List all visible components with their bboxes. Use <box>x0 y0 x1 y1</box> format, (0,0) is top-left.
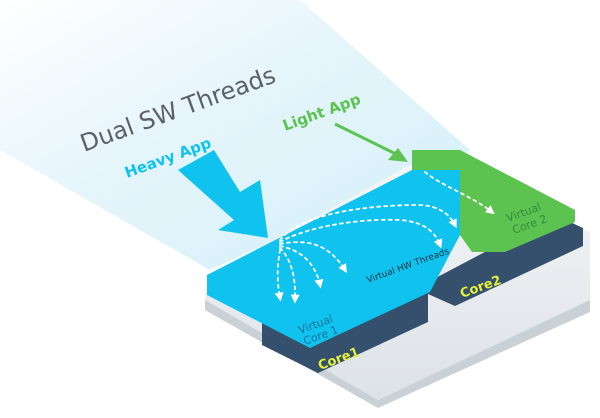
light-app-arrow <box>334 122 408 162</box>
virtual-hw-thread-arrows <box>274 204 457 304</box>
heavy-app-arrow <box>178 150 268 238</box>
light-app-thread-arrow <box>424 171 495 215</box>
core2-block <box>428 215 583 306</box>
virtual-core-1-panel <box>207 170 460 348</box>
virtual-core-2-panel <box>412 150 575 252</box>
